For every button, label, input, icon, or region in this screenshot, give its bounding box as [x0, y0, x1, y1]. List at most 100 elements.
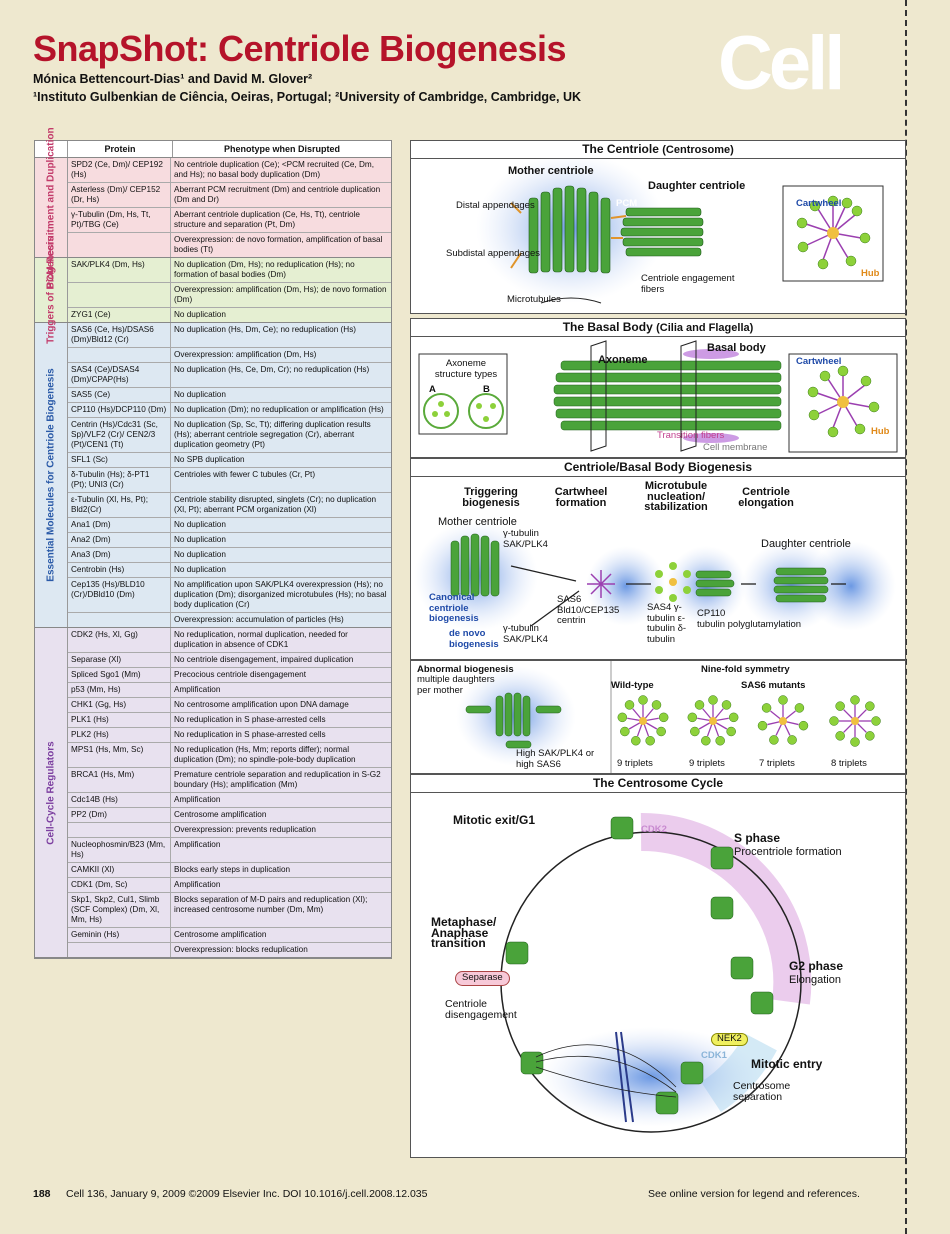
phenotype-cell: Centrioles with fewer C tubules (Cr, Pt)	[174, 470, 316, 479]
table-row: SAS6 (Ce, Hs)/DSAS6 (Dm)/Bld12 (Cr)No du…	[68, 323, 391, 348]
protein-cell: Centrin (Hs)/Cdc31 (Sc, Sp)/VLF2 (Cr)/ C…	[68, 418, 171, 452]
hub-label-2: Hub	[871, 426, 890, 437]
type-a-label: A	[429, 384, 436, 395]
centriole-illustration	[476, 158, 884, 304]
protein-cell	[68, 233, 171, 257]
protein-cell: Spliced Sgo1 (Mm)	[68, 668, 171, 682]
transition-fibers-label: Transition fibers	[657, 430, 725, 441]
phenotype-cell: Aberrant centriole duplication (Ce, Hs, …	[174, 210, 360, 229]
protein-cell: CAMKII (Xl)	[68, 863, 171, 877]
triplets-8: 8 triplets	[831, 758, 867, 769]
phenotype-cell: No duplication (Dm); no reduplication or…	[174, 405, 384, 414]
centriole-panel-subtitle: (Centrosome)	[662, 144, 734, 156]
table-row: Geminin (Hs)Centrosome amplification	[68, 928, 391, 943]
phenotype-cell: No amplification upon SAK/PLK4 overexpre…	[174, 580, 387, 609]
axoneme-label: Axoneme	[598, 354, 648, 366]
table-row: Nucleophosmin/B23 (Mm, Hs)Amplification	[68, 838, 391, 863]
phenotype-cell: No duplication (Sp, Sc, Tt); differing d…	[174, 420, 371, 449]
protein-cell: δ-Tubulin (Hs); δ-PT1 (Pt); UNI3 (Cr)	[68, 468, 171, 492]
table-row: Overexpression: prevents reduplication	[68, 823, 391, 838]
protein-cell: SAS4 (Ce)/DSAS4 (Dm)/CPAP(Hs)	[68, 363, 171, 387]
table-row: SPD2 (Ce, Dm)/ CEP192 (Hs)No centriole d…	[68, 158, 391, 183]
subdistal-appendages-label: Subdistal appendages	[446, 248, 541, 259]
phenotype-cell: Centriole stability disrupted, singlets …	[174, 495, 377, 514]
table-row: Overexpression: amplification (Dm, Hs); …	[68, 283, 391, 308]
type-b-label: B	[483, 384, 490, 395]
table-group: Essential Molecules for Centriole Biogen…	[35, 323, 391, 628]
high-sak-label: High SAK/PLK4 or high SAS6	[516, 748, 595, 770]
table-row: Cep135 (Hs)/BLD10 (Cr)/DBld10 (Dm)No amp…	[68, 578, 391, 613]
protein-cell: Centrobin (Hs)	[68, 563, 171, 577]
phenotype-cell: No duplication	[174, 565, 226, 574]
protein-cell: SAK/PLK4 (Dm, Hs)	[68, 258, 171, 282]
stage-cartwheel: Cartwheel formation	[554, 486, 608, 509]
mother-centriole-label-2: Mother centriole	[438, 516, 517, 528]
protein-cell: CDK2 (Hs, Xl, Gg)	[68, 628, 171, 652]
basal-body-panel-title: The Basal Body	[562, 320, 653, 334]
protein-cell	[68, 943, 171, 957]
phenotype-cell: Overexpression: accumulation of particle…	[174, 615, 344, 624]
online-note: See online version for legend and refere…	[648, 1188, 860, 1200]
multiple-daughters-label: multiple daughters per mother	[417, 674, 495, 696]
protein-cell: Asterless (Dm)/ CEP152 (Dr, Hs)	[68, 183, 171, 207]
col-protein: Protein	[67, 141, 172, 157]
protein-cell	[68, 283, 171, 307]
phenotype-cell: No duplication	[174, 390, 226, 399]
table-row: Skp1, Skp2, Cul1, Slimb (SCF Complex) (D…	[68, 893, 391, 928]
col-phenotype: Phenotype when Disrupted	[172, 141, 391, 157]
axoneme-types-label: Axoneme structure types	[434, 358, 498, 380]
phenotype-cell: Overexpression: blocks reduplication	[174, 945, 308, 954]
cdk2-label: CDK2	[641, 824, 667, 835]
protein-cell: PP2 (Dm)	[68, 808, 171, 822]
centrosome-cycle-illustration	[500, 812, 812, 1133]
table-header: Protein Phenotype when Disrupted	[35, 141, 391, 158]
mother-centriole-label: Mother centriole	[508, 165, 594, 177]
cdk1-label: CDK1	[701, 1050, 727, 1061]
phenotype-cell: No centriole duplication (Ce); <PCM recr…	[174, 160, 374, 179]
table-row: Ana1 (Dm)No duplication	[68, 518, 391, 533]
protein-cell: SFL1 (Sc)	[68, 453, 171, 467]
group-label: Triggers of Biogenesis	[35, 236, 68, 344]
table-row: Overexpression: blocks reduplication	[68, 943, 391, 957]
table-row: ZYG1 (Ce)No duplication	[68, 308, 391, 322]
table-row: Centrobin (Hs)No duplication	[68, 563, 391, 578]
table-row: Spliced Sgo1 (Mm)Precocious centriole di…	[68, 668, 391, 683]
elongation-label: Elongation	[789, 974, 841, 986]
phenotype-cell: Centrosome amplification	[174, 810, 267, 819]
phenotype-cell: Precocious centriole disengagement	[174, 670, 306, 679]
mitotic-entry-label: Mitotic entry	[751, 1057, 823, 1071]
protein-cell: CP110 (Hs)/DCP110 (Dm)	[68, 403, 171, 417]
engagement-fibers-label: Centriole engagement fibers	[641, 273, 735, 295]
basal-body-panel: The Basal Body (Cilia and Flagella) Axon…	[410, 318, 906, 458]
authors: Mónica Bettencourt-Dias¹ and David M. Gl…	[33, 72, 313, 86]
table-row: Cdc14B (Hs)Amplification	[68, 793, 391, 808]
table-row: SAK/PLK4 (Dm, Hs)No duplication (Dm, Hs)…	[68, 258, 391, 283]
protein-cell: p53 (Mm, Hs)	[68, 683, 171, 697]
biogenesis-panel: Centriole/Basal Body Biogenesis Triggeri…	[410, 458, 906, 660]
page-number: 188	[33, 1188, 51, 1200]
gamma-tubulin-sak-1: γ-tubulin SAK/PLK4	[503, 528, 548, 550]
table-row: SAS5 (Ce)No duplication	[68, 388, 391, 403]
phenotype-cell: Amplification	[174, 880, 221, 889]
protein-cell: PLK2 (Hs)	[68, 728, 171, 742]
group-label-text: Essential Molecules for Centriole Biogen…	[45, 368, 57, 582]
cp110-label: CP110	[697, 608, 726, 619]
stage-microtubule: Microtubule nucleation/ stabilization	[644, 480, 708, 513]
affiliations: ¹Instituto Gulbenkian de Ciência, Oeiras…	[33, 90, 582, 104]
g2-phase-label: G2 phase	[789, 959, 844, 973]
nek2-badge: NEK2	[711, 1033, 748, 1046]
basal-body-illustration	[418, 340, 898, 453]
phenotype-cell: Amplification	[174, 795, 221, 804]
stage-triggering: Triggering biogenesis	[462, 486, 520, 509]
protein-cell: ε-Tubulin (Xl, Hs, Pt); Bld2(Cr)	[68, 493, 171, 517]
table-row: δ-Tubulin (Hs); δ-PT1 (Pt); UNI3 (Cr)Cen…	[68, 468, 391, 493]
table-row: Centrin (Hs)/Cdc31 (Sc, Sp)/VLF2 (Cr)/ C…	[68, 418, 391, 453]
phenotype-cell: Blocks early steps in duplication	[174, 865, 291, 874]
citation: Cell 136, January 9, 2009 ©2009 Elsevier…	[66, 1188, 428, 1200]
table-row: ε-Tubulin (Xl, Hs, Pt); Bld2(Cr)Centriol…	[68, 493, 391, 518]
protein-cell: SAS6 (Ce, Hs)/DSAS6 (Dm)/Bld12 (Cr)	[68, 323, 171, 347]
hub-label: Hub	[861, 268, 880, 279]
phenotype-cell: No duplication (Dm, Hs); no reduplicatio…	[174, 260, 355, 279]
protein-cell: Separase (Xl)	[68, 653, 171, 667]
